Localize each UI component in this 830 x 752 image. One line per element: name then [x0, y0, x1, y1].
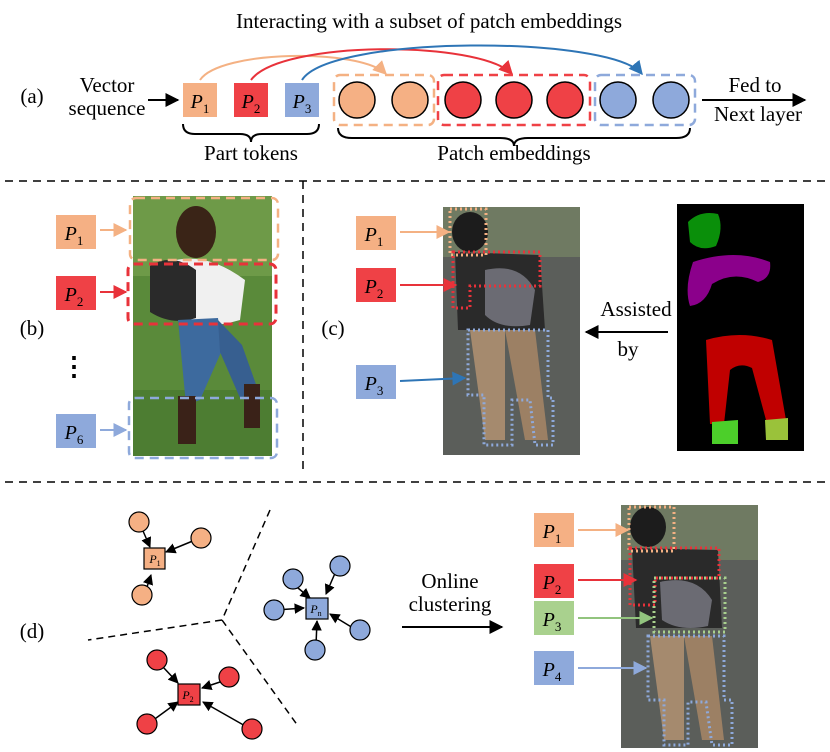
patch-embedding-circle: [546, 81, 584, 119]
patch-embedding-circle: [495, 81, 533, 119]
assisted-label-line1: Assisted: [600, 297, 672, 321]
input-label-line1: Vector: [80, 73, 135, 97]
interaction-arc-orange: [199, 54, 387, 81]
cluster-center-p2: [177, 683, 201, 706]
token-b-p6: P6: [56, 414, 96, 448]
part-token-2: P2: [234, 83, 268, 117]
svg-text:P1: P1: [148, 552, 160, 568]
token-b-p1: P1: [56, 215, 96, 249]
pedestrian-photo-b: [133, 196, 272, 456]
part-token-1: P1: [183, 83, 217, 117]
part-tokens-brace: [182, 123, 320, 143]
input-label-line2: sequence: [69, 96, 146, 120]
patch-embedding-circle: [652, 81, 690, 119]
svg-text:P3: P3: [292, 91, 312, 116]
cluster-orange: P1: [128, 511, 212, 606]
cluster-center-p1: [143, 547, 166, 570]
ellipsis-vertical: ⋮: [61, 352, 87, 381]
svg-text:P4: P4: [542, 659, 562, 684]
part-tokens-label: Part tokens: [204, 141, 298, 165]
svg-text:Pn: Pn: [309, 602, 321, 618]
panel-c: (c) P1 P2 P3: [321, 204, 804, 455]
svg-text:P2: P2: [181, 688, 193, 704]
panel-d-label: (d): [20, 619, 45, 643]
part-box-p1: [128, 196, 280, 262]
svg-text:P6: P6: [64, 422, 84, 447]
panel-b-label: (b): [20, 316, 45, 340]
patch-group-blue: [593, 73, 697, 127]
patch-group-red: [436, 73, 592, 127]
region-divider: [221, 509, 271, 621]
human-parsing-map: [677, 204, 804, 451]
patch-embedding-circle: [338, 81, 376, 119]
part-box-p6: [127, 396, 279, 460]
panel-a-title: Interacting with a subset of patch embed…: [236, 9, 622, 33]
panel-a-label: (a): [20, 84, 43, 108]
panel-d: (d) P1 Pn: [20, 505, 758, 748]
patch-embedding-circle: [599, 81, 637, 119]
interaction-arc-blue: [301, 44, 643, 81]
output-label-line1: Fed to: [728, 73, 781, 97]
part-outline-d-p2: [628, 546, 721, 607]
part-outline-d-p3: [652, 576, 727, 634]
token-d-p1: P1: [534, 513, 574, 547]
arrow-c-p3: [399, 371, 467, 386]
assisted-label-line2: by: [618, 337, 640, 361]
patch-embeddings-label: Patch embeddings: [437, 141, 590, 165]
panel-b: (b) P1 P2 ⋮: [20, 196, 280, 460]
part-outline-c-p2: [451, 250, 542, 310]
patch-group-orange: [332, 73, 436, 127]
svg-text:P1: P1: [190, 91, 210, 116]
token-c-p2: P2: [356, 268, 396, 302]
token-b-p2: P2: [56, 276, 96, 310]
cluster-center-pn: [305, 597, 329, 620]
patch-embedding-circle: [391, 81, 429, 119]
clustering-label-line2: clustering: [409, 592, 492, 616]
pedestrian-photo-c: [443, 207, 580, 455]
token-d-p4: P4: [534, 651, 574, 685]
svg-text:P2: P2: [542, 572, 562, 597]
clustering-label-line1: Online: [421, 569, 478, 593]
region-divider: [221, 619, 299, 727]
cluster-red: P2: [136, 649, 263, 740]
patch-embedding-circle: [444, 81, 482, 119]
svg-text:P2: P2: [64, 284, 84, 309]
pedestrian-photo-d: [621, 505, 758, 748]
token-d-p3: P3: [534, 601, 574, 635]
svg-text:P2: P2: [364, 276, 384, 301]
panel-a: Interacting with a subset of patch embed…: [20, 9, 807, 165]
patch-embeddings-brace: [337, 127, 691, 147]
output-label-line2: Next layer: [714, 102, 802, 126]
part-box-p2: [126, 262, 278, 326]
cluster-blue: Pn: [263, 555, 371, 661]
svg-text:P2: P2: [241, 91, 261, 116]
svg-text:P1: P1: [542, 521, 562, 546]
token-c-p1: P1: [356, 216, 396, 250]
part-outline-d-p4: [646, 634, 734, 747]
svg-text:P3: P3: [542, 609, 562, 634]
svg-text:P1: P1: [364, 224, 384, 249]
part-token-3: P3: [285, 83, 319, 117]
panel-c-label: (c): [321, 316, 344, 340]
svg-text:P1: P1: [64, 223, 84, 248]
token-d-p2: P2: [534, 564, 574, 598]
region-divider: [87, 619, 223, 641]
interaction-arc-red: [250, 48, 513, 81]
svg-text:P3: P3: [364, 373, 384, 398]
token-c-p3: P3: [356, 365, 396, 399]
